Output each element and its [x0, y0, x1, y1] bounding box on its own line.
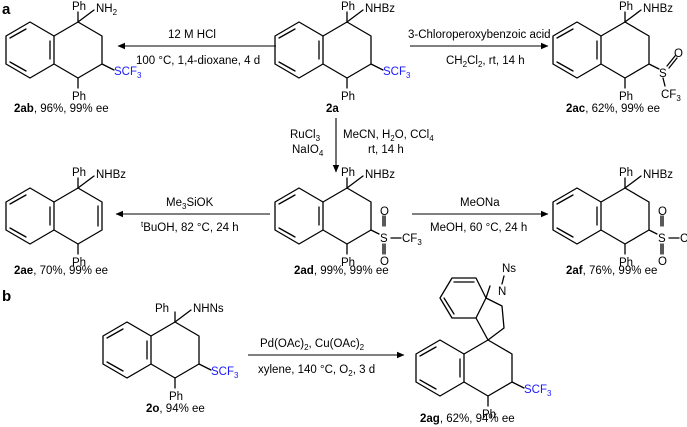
structure-2a: Ph NHBz SCF3 Ph — [274, 1, 411, 103]
compound-label-2ad: 2ad, 99%, 99% ee — [294, 265, 389, 277]
compound-label-2ac: 2ac, 62%, 99% ee — [566, 103, 660, 115]
conditions-2ab: 100 °C, 1,4-dioxane, 4 d — [136, 55, 260, 67]
compound-label-2o: 2o, 94% ee — [146, 403, 205, 415]
oxygen-label: O — [380, 206, 389, 218]
ph-label: Ph — [619, 1, 633, 13]
nh2-label: NH2 — [96, 3, 118, 17]
compound-label-2ae: 2ae, 70%, 99% ee — [14, 265, 108, 277]
scf3-label: SCF3 — [383, 66, 411, 80]
structure-2o: Ph NHNs SCF3 Ph — [102, 303, 239, 403]
reagent-tmsok: Me3SiOK — [166, 197, 214, 211]
scf3-label: SCF3 — [524, 384, 552, 398]
compound-label-2ag: 2ag, 62%, 94% ee — [420, 413, 515, 425]
ph-label: Ph — [341, 257, 355, 269]
ph-label: Ph — [72, 1, 86, 13]
conditions-2ac: CH2Cl2, rt, 14 h — [446, 55, 525, 69]
nhbz-label: NHBz — [643, 3, 673, 15]
ph-label: Ph — [72, 91, 86, 103]
nitrogen-label: N — [498, 286, 506, 298]
reagent-hcl: 12 M HCl — [168, 29, 216, 41]
oxygen-label: O — [674, 48, 683, 60]
conditions-2ad: rt, 14 h — [368, 144, 404, 156]
oxygen-label: O — [658, 256, 667, 268]
nhbz-label: NHBz — [365, 3, 395, 15]
sulfur-label: S — [658, 233, 666, 245]
ph-label: Ph — [619, 91, 633, 103]
cf3-label: CF3 — [680, 233, 687, 247]
reagent-naio4: NaIO4 — [292, 144, 324, 158]
conditions-2ae: tBuOH, 82 °C, 24 h — [141, 220, 239, 234]
structure-2af: Ph NHBz S O O CF3 Ph — [552, 167, 687, 269]
solvent-2ad: MeCN, H2O, CCl4 — [343, 129, 434, 143]
conditions-2af: MeOH, 60 °C, 24 h — [430, 222, 527, 234]
sulfur-label: S — [380, 233, 388, 245]
ph-label: Ph — [341, 91, 355, 103]
structure-2ad: Ph NHBz S O O CF3 Ph — [274, 167, 422, 269]
oxygen-label: O — [658, 206, 667, 218]
structure-2ac: Ph NHBz S O CF3 Ph — [552, 1, 683, 103]
reagent-meona: MeONa — [460, 197, 500, 209]
cf3-label: CF3 — [402, 233, 422, 247]
conditions-2ag: xylene, 140 °C, O2, 3 d — [258, 364, 375, 378]
nhns-label: NHNs — [193, 303, 224, 315]
panel-label-b: b — [2, 288, 11, 305]
ns-label: Ns — [502, 263, 516, 275]
structure-2ag: N Ns SCF3 Ph — [415, 263, 552, 421]
oxygen-label: O — [380, 256, 389, 268]
scf3-label: SCF3 — [114, 66, 142, 80]
nhbz-label: NHBz — [365, 169, 395, 181]
cf3-label: CF3 — [661, 89, 681, 103]
ph-label: Ph — [155, 303, 169, 315]
compound-label-2ab: 2ab, 96%, 99% ee — [14, 103, 109, 115]
ph-label: Ph — [169, 391, 183, 403]
sulfur-label: S — [659, 68, 667, 80]
structure-2ae: Ph NHBz Ph — [5, 167, 126, 269]
ph-label: Ph — [619, 167, 633, 179]
nhbz-label: NHBz — [643, 169, 673, 181]
panel-label-a: a — [2, 1, 11, 18]
compound-label-2af: 2af, 76%, 99% ee — [566, 265, 657, 277]
ph-label: Ph — [341, 167, 355, 179]
nhbz-label: NHBz — [96, 169, 126, 181]
ph-label: Ph — [482, 409, 496, 421]
compound-label-2a: 2a — [326, 103, 339, 115]
reagent-pd-cu: Pd(OAc)2, Cu(OAc)2 — [260, 338, 365, 352]
ph-label: Ph — [341, 1, 355, 13]
ph-label: Ph — [72, 167, 86, 179]
ph-label: Ph — [619, 257, 633, 269]
scf3-label: SCF3 — [211, 366, 239, 380]
reagent-mcpba: 3-Chloroperoxybenzoic acid — [408, 29, 551, 41]
ph-label: Ph — [72, 257, 86, 269]
structure-2ab: Ph NH2 SCF3 Ph — [5, 1, 142, 103]
reagent-rucl3: RuCl3 — [290, 129, 321, 143]
